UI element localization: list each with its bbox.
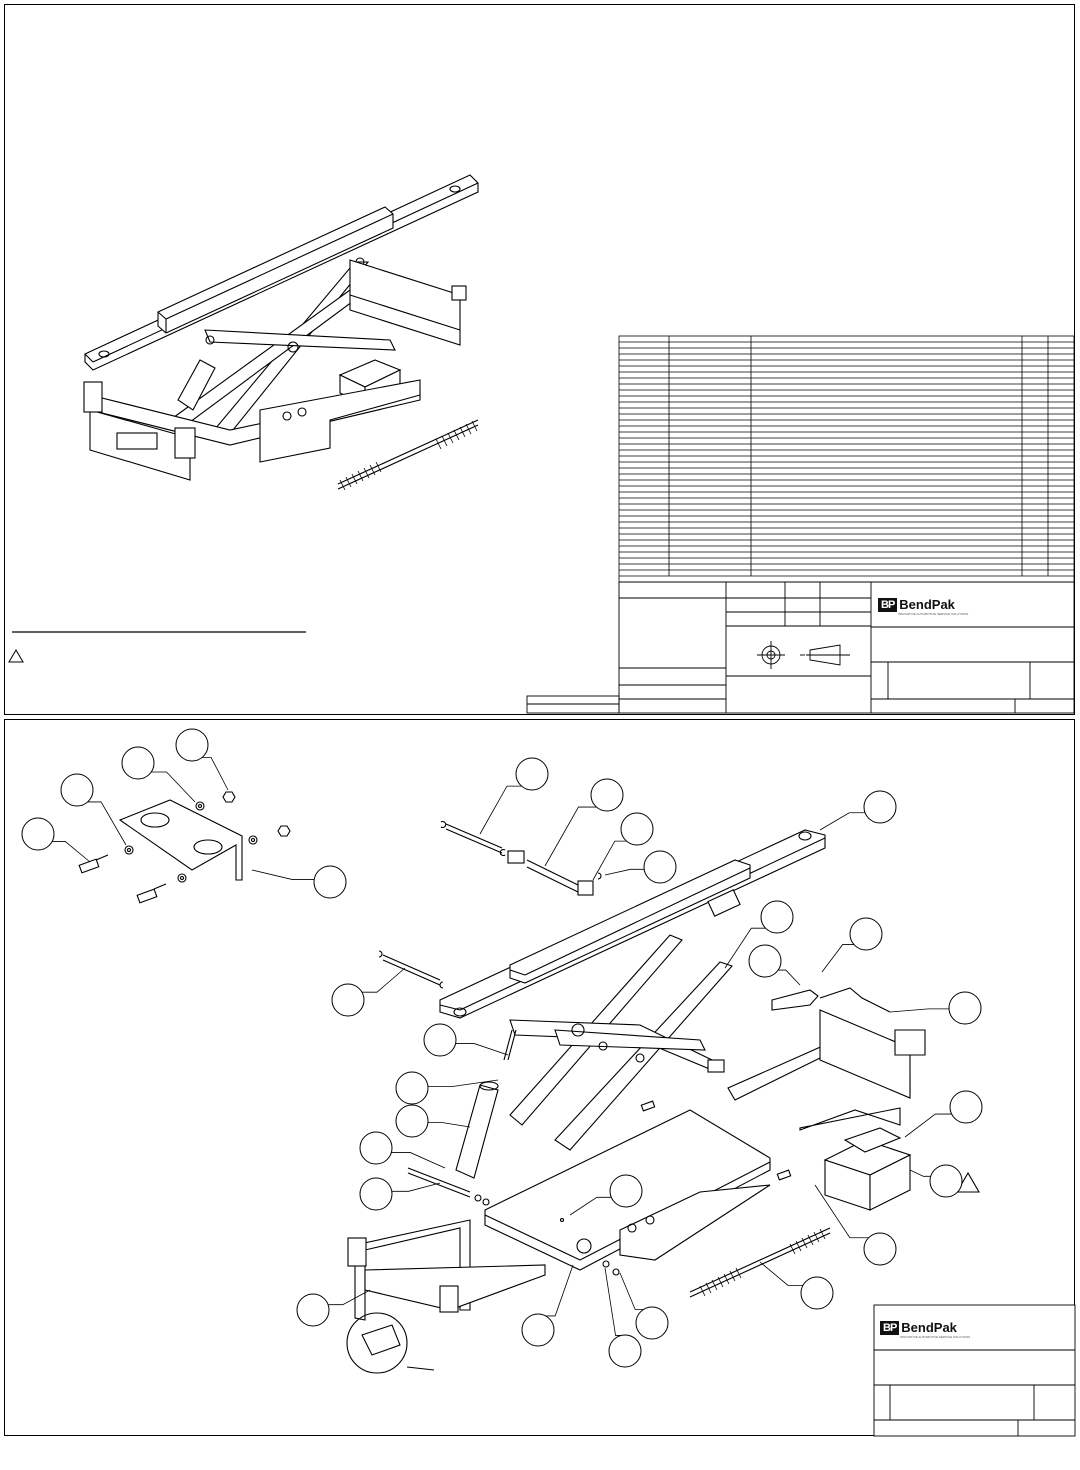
leader-line <box>427 1122 471 1128</box>
leader-line <box>778 969 801 986</box>
part-balloon <box>609 1174 643 1208</box>
exploded-view <box>78 791 980 1374</box>
part-balloon <box>635 1306 669 1340</box>
leader-line <box>569 1196 612 1216</box>
leader-line <box>544 806 597 867</box>
leader-line <box>479 785 522 835</box>
part-balloon <box>395 1071 429 1105</box>
part-balloon <box>296 1293 330 1327</box>
bolt-parts <box>78 791 291 904</box>
revision-triangle-icon-exploded <box>956 1171 980 1193</box>
leader-line <box>821 944 854 973</box>
leader-line <box>391 1182 441 1192</box>
notes-area <box>8 631 306 663</box>
part-balloon <box>608 1334 642 1368</box>
leader-lines <box>52 757 952 1336</box>
part-balloons <box>21 728 983 1368</box>
part-balloon <box>331 983 365 1017</box>
assembly-sheet <box>4 4 1075 715</box>
part-balloon <box>849 917 883 951</box>
bill-of-materials-table <box>618 335 1075 583</box>
part-balloon <box>359 1177 393 1211</box>
leader-line <box>819 812 866 831</box>
leader-line <box>604 868 645 876</box>
leader-line <box>361 967 406 993</box>
part-balloon <box>423 1023 457 1057</box>
bom-frame <box>618 335 1075 583</box>
leader-line <box>604 1267 622 1336</box>
leader-line <box>545 1264 574 1317</box>
part-balloon <box>948 991 982 1025</box>
part-balloon <box>121 746 155 780</box>
logo-wordmark: BendPak <box>901 1320 957 1335</box>
leader-line <box>427 1079 499 1087</box>
leader-line <box>251 869 315 880</box>
revision-triangle-icon <box>8 649 24 663</box>
logo-mark: BP <box>880 1320 900 1335</box>
part-balloon <box>175 728 209 762</box>
part-balloon <box>359 1131 393 1165</box>
logo-tagline: INNOVATIVE AUTOMOTIVE SERVICE SOLUTIONS <box>900 1335 971 1339</box>
leader-line <box>151 771 196 803</box>
leader-line <box>455 1043 509 1056</box>
leader-line <box>87 801 127 846</box>
leader-line <box>724 927 766 969</box>
leader-line <box>759 1261 803 1286</box>
part-balloon <box>863 1232 897 1266</box>
leader-line <box>814 1184 869 1239</box>
leader-line <box>619 1272 644 1310</box>
part-balloon <box>313 865 347 899</box>
leader-line <box>201 757 229 791</box>
brand-logo-top: BP BendPak INNOVATIVE AUTOMOTIVE SERVICE… <box>878 597 968 616</box>
part-balloon <box>800 1276 834 1310</box>
leader-line <box>909 1169 931 1177</box>
part-balloon <box>395 1104 429 1138</box>
part-balloon <box>515 757 549 791</box>
part-balloon <box>929 1164 963 1198</box>
leader-line <box>904 1113 952 1138</box>
part-balloon <box>949 1090 983 1124</box>
leader-line <box>592 840 627 881</box>
logo-mark: BP <box>878 597 898 612</box>
part-balloon <box>521 1313 555 1347</box>
part-balloon <box>21 817 55 851</box>
part-balloon <box>60 773 94 807</box>
brand-logo-bottom: BP BendPak INNOVATIVE AUTOMOTIVE SERVICE… <box>880 1320 970 1339</box>
part-balloon <box>620 812 654 846</box>
part-balloon <box>863 790 897 824</box>
part-balloon <box>748 944 782 978</box>
logo-wordmark: BendPak <box>899 597 955 612</box>
title-block-top <box>526 581 1075 714</box>
leader-line <box>391 1152 446 1169</box>
leader-line <box>328 1289 371 1306</box>
title-block-bottom <box>873 1304 1076 1437</box>
assembly-isometric <box>83 174 479 491</box>
part-balloon <box>590 778 624 812</box>
logo-tagline: INNOVATIVE AUTOMOTIVE SERVICE SOLUTIONS <box>898 612 969 616</box>
leader-line <box>52 841 91 863</box>
leader-line <box>889 1008 950 1013</box>
part-balloon <box>643 850 677 884</box>
part-balloon <box>760 900 794 934</box>
